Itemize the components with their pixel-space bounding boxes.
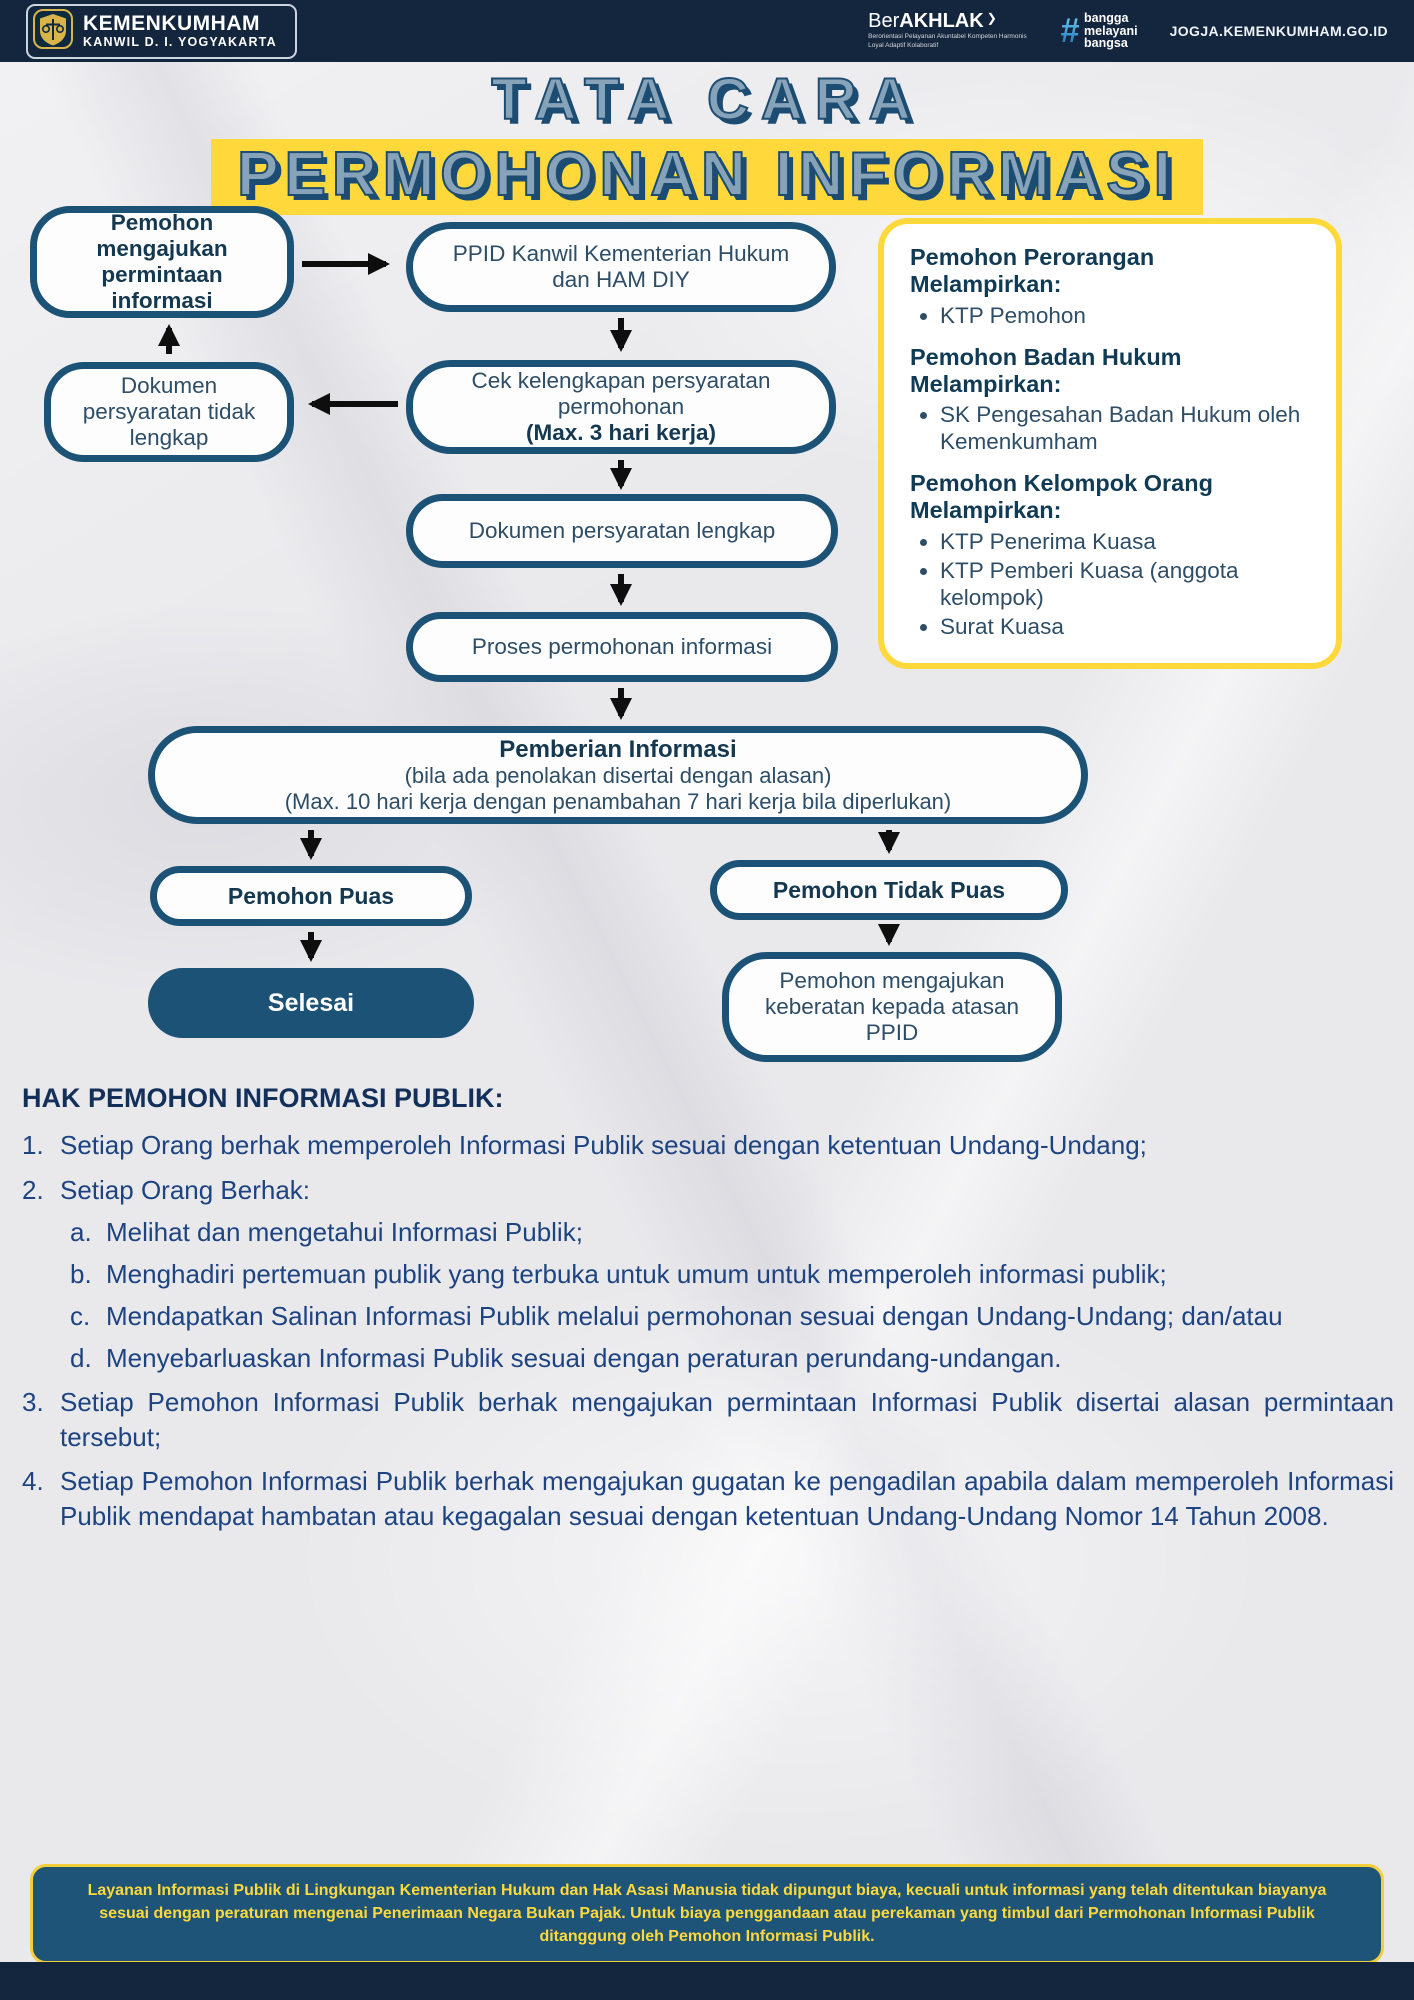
rights-subitem-a: a. Melihat dan mengetahui Informasi Publ… xyxy=(70,1216,583,1247)
req-item: KTP Penerima Kuasa xyxy=(940,528,1310,555)
req-item: KTP Pemohon xyxy=(940,302,1310,329)
website-url: JOGJA.KEMENKUMHAM.GO.ID xyxy=(1169,23,1388,39)
org-subname: KANWIL D. I. YOGYAKARTA xyxy=(83,35,277,50)
bottom-strip xyxy=(0,1962,1414,2000)
req-section-title: Pemohon Kelompok Orang Melampirkan: xyxy=(910,470,1213,524)
header-bar: KEMENKUMHAM KANWIL D. I. YOGYAKARTA BerA… xyxy=(0,0,1414,62)
org-name: KEMENKUMHAM xyxy=(83,11,260,35)
flow-node-proses: Proses permohonan informasi xyxy=(406,612,838,682)
rights-subitem-c: c. Mendapatkan Salinan Informasi Publik … xyxy=(70,1300,1283,1331)
flow-node-pemohon-puas: Pemohon Puas xyxy=(150,866,472,926)
req-section-title: Pemohon Perorangan Melampirkan: xyxy=(910,244,1155,298)
req-item: KTP Pemberi Kuasa (anggota kelompok) xyxy=(940,557,1310,611)
rights-item-3: 3. Setiap Pemohon Informasi Publik berha… xyxy=(22,1387,1394,1453)
page-title: TATA CARA PERMOHONAN INFORMASI xyxy=(0,66,1414,215)
pemberian-title: Pemberian Informasi xyxy=(499,735,737,763)
req-section-list: KTP Penerima Kuasa KTP Pemberi Kuasa (an… xyxy=(910,528,1310,640)
bangga-melayani-bangsa-logo: # bangga melayani bangsa xyxy=(1060,12,1137,50)
req-section-list: KTP Pemohon xyxy=(910,302,1310,329)
req-item: SK Pengesahan Badan Hukum oleh Kemenkumh… xyxy=(940,401,1310,455)
berakhlak-tagline: Berorientasi Pelayanan Akuntabel Kompete… xyxy=(868,33,1027,49)
rights-item-4: 4. Setiap Pemohon Informasi Publik berha… xyxy=(22,1466,1394,1532)
req-section-list: SK Pengesahan Badan Hukum oleh Kemenkumh… xyxy=(910,401,1310,455)
kemenkumham-logo: KEMENKUMHAM KANWIL D. I. YOGYAKARTA xyxy=(26,3,297,59)
flow-node-selesai: Selesai xyxy=(148,968,474,1038)
berakhlak-wordmark: BerAKHLAK❯ xyxy=(868,10,997,33)
flow-node-permintaan: Pemohon mengajukan permintaan informasi xyxy=(30,206,294,318)
rights-subitem-b: b. Menghadiri pertemuan publik yang terb… xyxy=(70,1258,1167,1289)
rights-section: HAK PEMOHON INFORMASI PUBLIK: 1. Setiap … xyxy=(22,1080,1394,1534)
flow-node-pemohon-tidak-puas: Pemohon Tidak Puas xyxy=(710,860,1068,920)
footer-note: Layanan Informasi Publik di Lingkungan K… xyxy=(30,1864,1384,1964)
flow-node-pemberian-informasi: Pemberian Informasi (bila ada penolakan … xyxy=(148,726,1088,824)
berakhlak-logo: BerAKHLAK❯ Berorientasi Pelayanan Akunta… xyxy=(868,11,1028,51)
cek-deadline: (Max. 3 hari kerja) xyxy=(525,420,717,446)
hashtag-icon: # xyxy=(1060,11,1080,50)
pemberian-note-1: (bila ada penolakan disertai dengan alas… xyxy=(404,763,832,789)
flow-node-dokumen-tidak-lengkap: Dokumen persyaratan tidak lengkap xyxy=(44,362,294,462)
chevron-right-icon: ❯ xyxy=(986,11,997,26)
rights-item-2: 2. Setiap Orang Berhak: xyxy=(22,1174,311,1205)
flow-node-dokumen-lengkap: Dokumen persyaratan lengkap xyxy=(406,494,838,568)
cek-text: Cek kelengkapan persyaratan permohonan xyxy=(471,367,771,419)
rights-subitem-d: d. Menyebarluaskan Informasi Publik sesu… xyxy=(70,1342,1062,1373)
flow-node-cek-kelengkapan: Cek kelengkapan persyaratan permohonan (… xyxy=(406,360,836,454)
req-item: Surat Kuasa xyxy=(940,613,1310,640)
header-right-logos: BerAKHLAK❯ Berorientasi Pelayanan Akunta… xyxy=(868,11,1388,51)
req-section-title: Pemohon Badan Hukum Melampirkan: xyxy=(910,343,1182,397)
title-line-2: PERMOHONAN INFORMASI xyxy=(211,139,1203,215)
title-line-1: TATA CARA xyxy=(490,66,923,133)
pemberian-note-2: (Max. 10 hari kerja dengan penambahan 7 … xyxy=(284,788,952,814)
requirements-panel: Pemohon Perorangan Melampirkan: KTP Pemo… xyxy=(878,218,1342,669)
flow-node-ppid: PPID Kanwil Kementerian Hukum dan HAM DI… xyxy=(406,222,836,312)
bangga-wordmark: bangga melayani bangsa xyxy=(1084,10,1138,51)
rights-item-1: 1. Setiap Orang berhak memperoleh Inform… xyxy=(22,1130,1147,1161)
kemenkumham-emblem-icon xyxy=(33,8,73,54)
flow-node-keberatan: Pemohon mengajukan keberatan kepada atas… xyxy=(722,952,1062,1062)
rights-heading: HAK PEMOHON INFORMASI PUBLIK: xyxy=(22,1083,504,1113)
